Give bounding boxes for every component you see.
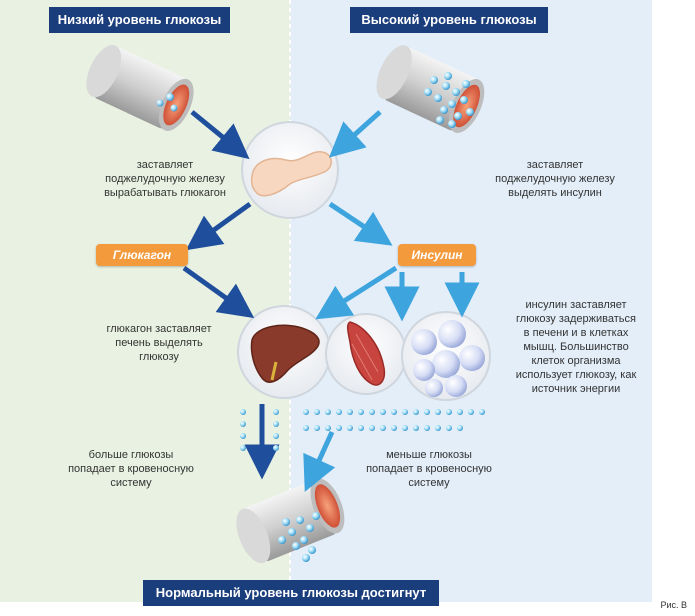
glucose-dot (325, 409, 331, 415)
glucose-dot (273, 433, 279, 439)
glucagon-label: Глюкагон (96, 244, 188, 266)
glucose-dot (391, 425, 397, 431)
glucose-dot (306, 524, 314, 532)
glucose-dot (424, 425, 430, 431)
low-glucose-header: Низкий уровень глюкозы (49, 7, 230, 33)
glucose-dot (347, 425, 353, 431)
arrow-insulin-to-liver (315, 265, 398, 320)
normal-glucose-header: Нормальный уровень глюкозы достигнут (143, 580, 439, 606)
glucose-dot (380, 425, 386, 431)
glucose-dot (369, 425, 375, 431)
glucose-dot (436, 116, 444, 124)
glucose-dot (358, 409, 364, 415)
glucose-dot (240, 421, 246, 427)
blood-vessel-low-icon (86, 45, 194, 131)
arrow-pancreas-to-glucagon (185, 201, 252, 251)
glucose-dot (273, 409, 279, 415)
glucose-dot (325, 425, 331, 431)
glucose-dot (347, 409, 353, 415)
blood-vessel-normal-icon (236, 478, 345, 564)
glucose-dot (302, 554, 310, 562)
glucose-dot (369, 409, 375, 415)
glucose-dot (312, 512, 320, 520)
glucose-dot (413, 409, 419, 415)
muscle-icon (325, 313, 407, 395)
glucose-dot (448, 100, 456, 108)
glucose-dot (457, 425, 463, 431)
glucose-dot (278, 536, 286, 544)
glucose-dot (424, 88, 432, 96)
glucose-dot (402, 425, 408, 431)
glucose-dot (435, 409, 441, 415)
body-cells-icon (401, 311, 491, 401)
glucose-dot (240, 433, 246, 439)
glucose-dot (460, 96, 468, 104)
glucose-dot (314, 425, 320, 431)
glucose-dot (336, 425, 342, 431)
caption-insulin-action: инсулин заставляет глюкозу задерживаться… (515, 299, 637, 395)
glucose-dot (435, 425, 441, 431)
arrow-vessel-to-pancreas-low (190, 110, 250, 160)
glucose-dot (442, 82, 450, 90)
glucose-dot (444, 72, 452, 80)
glucose-dot (457, 409, 463, 415)
glucose-dot (303, 425, 309, 431)
glucose-dot (430, 76, 438, 84)
glucose-dot (424, 409, 430, 415)
glucose-dot (468, 409, 474, 415)
glucose-dot (413, 425, 419, 431)
caption-pancreas-insulin: заставляет поджелудочную железу выделять… (495, 159, 615, 199)
glucose-dot (466, 108, 474, 116)
glucose-dot (336, 409, 342, 415)
panel-divider (289, 0, 291, 602)
pancreas-icon (241, 121, 339, 219)
glucose-dot (296, 516, 304, 524)
arrow-insulin-to-vessel (303, 430, 336, 492)
glucose-dot (273, 421, 279, 427)
glucose-dot (440, 106, 448, 114)
glucose-dot (240, 445, 246, 451)
high-glucose-header: Высокий уровень глюкозы (350, 7, 548, 33)
caption-more-glucose: больше глюкозы попадает в кровеносную си… (68, 449, 194, 489)
liver-icon (237, 305, 331, 399)
arrow-vessel-to-pancreas-high (328, 110, 382, 158)
caption-glucagon-liver: глюкагон заставляет печень выделять глюк… (106, 323, 212, 363)
figure-label: Рис. В (660, 600, 687, 610)
glucose-dot (462, 80, 470, 88)
glucose-dot (446, 425, 452, 431)
glucose-dot (358, 425, 364, 431)
caption-pancreas-glucagon: заставляет поджелудочную железу вырабаты… (104, 159, 226, 199)
blood-vessel-high-icon (376, 45, 485, 133)
glucose-dot (303, 409, 309, 415)
glucose-dot (273, 445, 279, 451)
glucose-dot (479, 409, 485, 415)
glucose-dot (448, 120, 456, 128)
glucose-dot (288, 528, 296, 536)
glucose-dot (391, 409, 397, 415)
glucose-dot (454, 112, 462, 120)
glucose-dot (300, 536, 308, 544)
glucose-dot (240, 409, 246, 415)
glucose-dot (282, 518, 290, 526)
arrow-pancreas-to-insulin (328, 201, 393, 246)
caption-less-glucose: меньше глюкозы попадает в кровеносную си… (366, 449, 492, 489)
arrows (182, 110, 480, 492)
glucose-dot (380, 409, 386, 415)
glucose-dot-trails (240, 409, 485, 451)
glucose-dot (308, 546, 316, 554)
glucose-dot (292, 542, 300, 550)
arrow-glucagon-to-liver (182, 265, 255, 319)
glucose-dot (446, 409, 452, 415)
glucose-dot (452, 88, 460, 96)
glucose-dot (402, 409, 408, 415)
insulin-label: Инсулин (398, 244, 476, 266)
glucose-dot (314, 409, 320, 415)
glucose-dot (434, 94, 442, 102)
